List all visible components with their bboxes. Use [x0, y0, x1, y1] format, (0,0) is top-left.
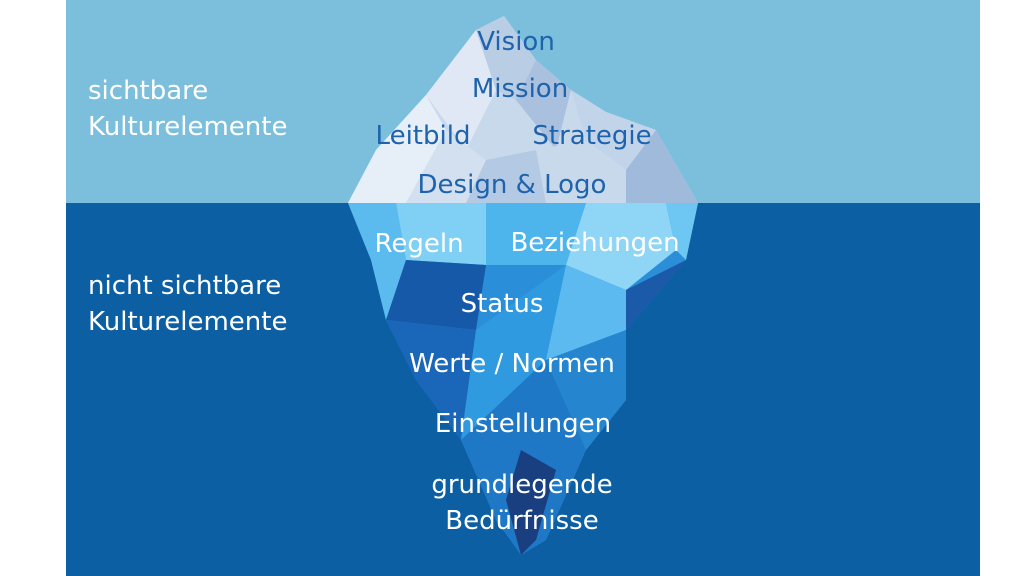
iceberg-tip: [348, 16, 698, 203]
iceberg-graphic: [66, 0, 980, 576]
label-status: Status: [460, 289, 544, 319]
label-einstellungen: Einstellungen: [434, 409, 612, 439]
label-strategie: Strategie: [532, 121, 652, 151]
label-beduerfnisse-line1: grundlegende: [431, 470, 613, 500]
visible-line2: Kulturelemente: [88, 112, 288, 142]
label-leitbild: Leitbild: [375, 121, 471, 151]
hidden-line2: Kulturelemente: [88, 307, 288, 337]
label-vision: Vision: [477, 27, 555, 57]
iceberg-diagram: sichtbare Kulturelemente nicht sichtbare…: [66, 0, 980, 576]
label-beziehungen: Beziehungen: [510, 228, 680, 258]
label-beduerfnisse-line2: Bedürfnisse: [445, 506, 599, 536]
visible-line1: sichtbare: [88, 76, 209, 106]
hidden-elements-label: nicht sichtbare Kulturelemente: [88, 268, 287, 340]
visible-elements-label: sichtbare Kulturelemente: [88, 73, 287, 145]
label-design-logo: Design & Logo: [417, 170, 607, 200]
iceberg-submerged: [348, 203, 698, 555]
label-mission: Mission: [471, 74, 569, 104]
label-werte-normen: Werte / Normen: [409, 349, 615, 379]
label-regeln: Regeln: [374, 229, 464, 259]
hidden-line1: nicht sichtbare: [88, 271, 282, 301]
